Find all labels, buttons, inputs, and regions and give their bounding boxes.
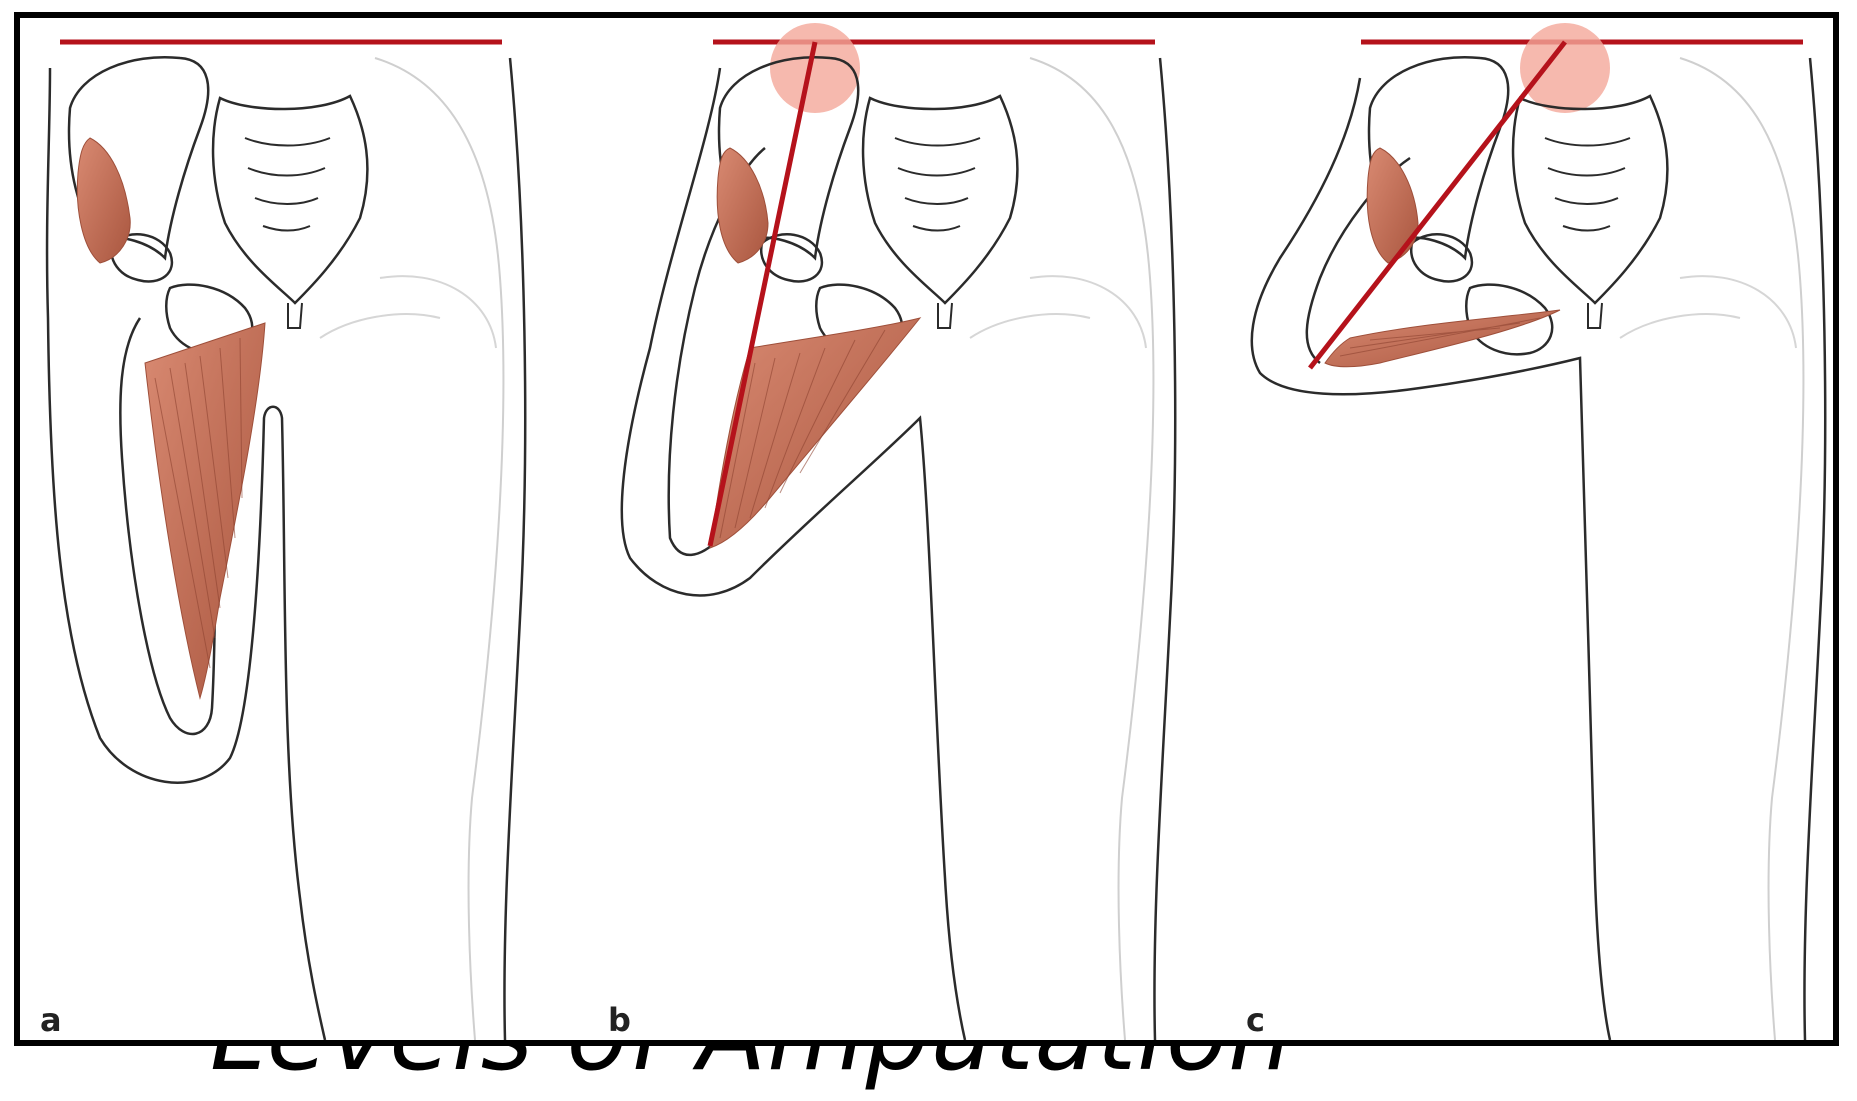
panel-label-c: c xyxy=(1246,1001,1265,1039)
figure-frame: a b c xyxy=(14,12,1839,1046)
panel-a xyxy=(45,39,527,1040)
panel-label-b: b xyxy=(608,1001,631,1039)
gluteus-muscle-a xyxy=(76,137,131,264)
body-outline-b xyxy=(620,67,967,1040)
highlight-circle-b xyxy=(770,23,860,113)
amputation-line-b xyxy=(707,41,818,547)
panel-label-a: a xyxy=(40,1001,62,1039)
contralateral-leg-a xyxy=(374,57,505,1040)
adductor-muscle-c xyxy=(1324,309,1561,368)
body-outline-a xyxy=(45,67,327,1040)
highlight-circle-c xyxy=(1520,23,1610,113)
amputation-line-c xyxy=(1308,40,1567,370)
panel-c xyxy=(1250,23,1827,1040)
amputation-levels-illustration xyxy=(45,23,1827,1040)
panel-b xyxy=(620,23,1177,1040)
adductor-muscle-a xyxy=(144,322,266,700)
body-outline-c xyxy=(1250,77,1612,1040)
sacrum-a xyxy=(211,94,369,305)
